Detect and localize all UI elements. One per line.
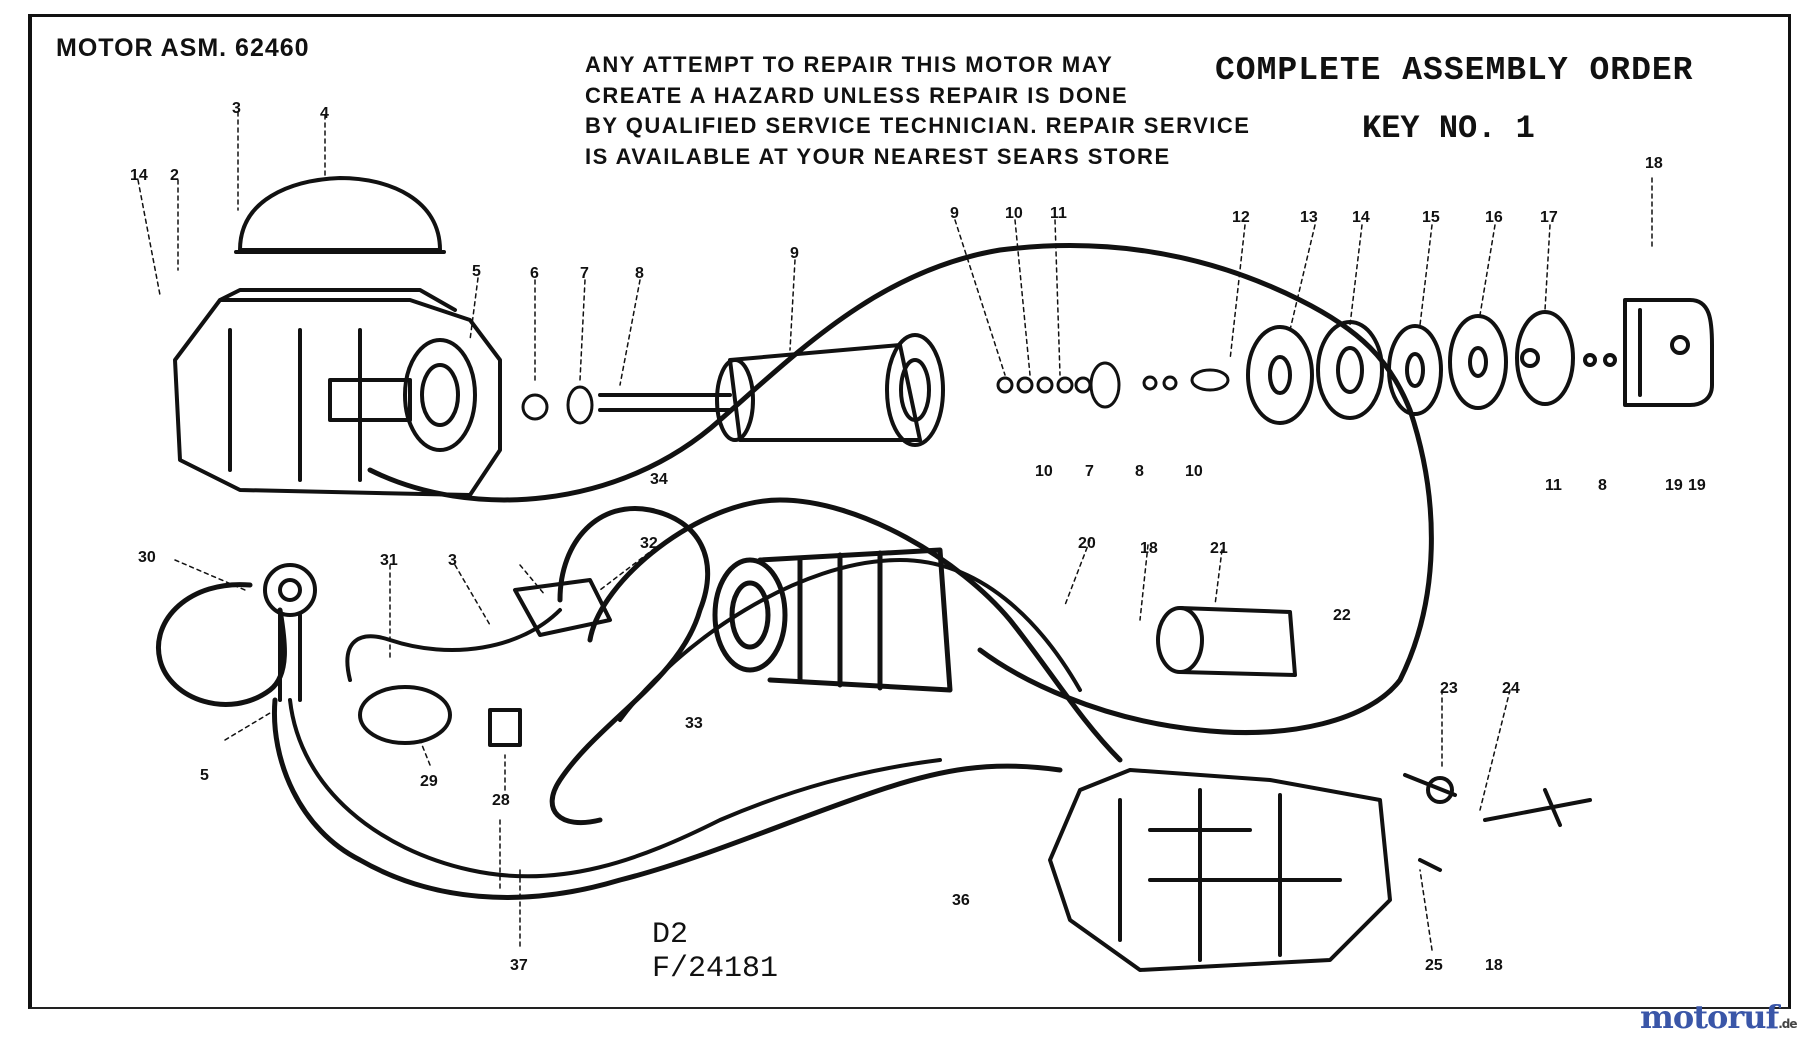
callout-label: 18 bbox=[1645, 155, 1663, 172]
leader-lines bbox=[137, 111, 1653, 951]
callout-label: 10 bbox=[1035, 463, 1053, 480]
callout-label: 7 bbox=[580, 265, 589, 282]
callout-label: 4 bbox=[320, 105, 329, 122]
callout-label: 17 bbox=[1540, 209, 1558, 226]
callout-label: 18 bbox=[1140, 540, 1158, 557]
field-coil bbox=[712, 547, 953, 693]
callout-label: 31 bbox=[380, 552, 398, 569]
callout-label: 16 bbox=[1485, 209, 1503, 226]
callout-label: 10 bbox=[1185, 463, 1203, 480]
callout-label: 28 bbox=[492, 792, 510, 809]
callout-label: 32 bbox=[640, 535, 658, 552]
part-reference: F/24181 bbox=[652, 952, 779, 986]
callout-label: 11 bbox=[1545, 477, 1562, 494]
left-cord bbox=[156, 582, 287, 707]
screws-lower-right bbox=[1403, 773, 1592, 872]
order-note: COMPLETE ASSEMBLY ORDER bbox=[1215, 52, 1694, 89]
washer-set-left bbox=[521, 385, 594, 425]
callout-label: 34 bbox=[650, 471, 668, 488]
motor-housing bbox=[173, 288, 502, 497]
callout-label: 19 bbox=[1688, 477, 1706, 494]
callout-label: 8 bbox=[635, 265, 644, 282]
callout-label: 11 bbox=[1050, 205, 1067, 222]
callout-label: 20 bbox=[1078, 535, 1096, 552]
callout-label: 36 bbox=[952, 892, 970, 909]
pulley-series bbox=[1246, 310, 1617, 425]
callout-label: 25 bbox=[1425, 957, 1443, 974]
warning-line: BY QUALIFIED SERVICE TECHNICIAN. REPAIR … bbox=[585, 113, 1251, 138]
callout-label: 18 bbox=[1485, 957, 1503, 974]
callout-label: 6 bbox=[530, 265, 539, 282]
capacitor bbox=[1156, 606, 1297, 677]
cord-plug bbox=[263, 563, 317, 702]
warning-line: CREATE A HAZARD UNLESS REPAIR IS DONE bbox=[585, 82, 1129, 108]
callout-label: 14 bbox=[1352, 209, 1370, 226]
power-cord-loop bbox=[367, 243, 1434, 735]
center-cord-bundle bbox=[549, 506, 711, 826]
end-bracket bbox=[1623, 298, 1714, 407]
switch-body bbox=[358, 578, 612, 747]
callout-label: 14 bbox=[130, 167, 148, 184]
diagram-border bbox=[28, 14, 1791, 1009]
callout-label: 5 bbox=[200, 767, 209, 784]
callout-label: 15 bbox=[1422, 209, 1440, 226]
watermark-text: motoruf bbox=[1640, 998, 1779, 1036]
callout-label: 9 bbox=[950, 205, 959, 222]
motor-cover bbox=[234, 176, 446, 254]
callout-label: 29 bbox=[420, 773, 438, 790]
repair-warning: ANY ATTEMPT TO REPAIR THIS MOTOR MAY CRE… bbox=[585, 50, 1250, 172]
switch-lead bbox=[345, 608, 562, 682]
callout-label: 22 bbox=[1333, 607, 1351, 624]
callout-label: 33 bbox=[685, 715, 703, 732]
footer-codes: D2 F/24181 bbox=[652, 918, 778, 986]
callout-label: 19 bbox=[1665, 477, 1683, 494]
callout-label: 9 bbox=[790, 245, 799, 262]
left-cord-lower bbox=[271, 697, 1063, 900]
center-cord-bundle-3 bbox=[618, 558, 1082, 722]
key-note: KEY NO. 1 bbox=[1362, 110, 1535, 147]
callout-label: 24 bbox=[1502, 680, 1520, 697]
warning-line: IS AVAILABLE AT YOUR NEAREST SEARS STORE bbox=[585, 143, 1171, 169]
callout-label: 8 bbox=[1135, 463, 1144, 480]
assembly-title: MOTOR ASM. 62460 bbox=[56, 34, 310, 62]
callout-label: 2 bbox=[170, 167, 179, 184]
callout-label: 5 bbox=[472, 263, 481, 280]
watermark-logo: motoruf.de bbox=[1640, 998, 1798, 1036]
callout-label: 37 bbox=[510, 957, 528, 974]
warning-line: ANY ATTEMPT TO REPAIR THIS MOTOR MAY bbox=[585, 52, 1114, 77]
callout-label: 12 bbox=[1232, 209, 1250, 226]
callout-label: 23 bbox=[1440, 680, 1458, 697]
left-cord-lower-2 bbox=[288, 698, 942, 879]
gear-housing bbox=[1048, 768, 1392, 972]
diagram-code: D2 bbox=[652, 918, 689, 952]
armature-shaft bbox=[598, 333, 945, 447]
center-cord-bundle-2 bbox=[587, 497, 1123, 763]
callout-label: 30 bbox=[138, 549, 156, 566]
callout-label: 3 bbox=[448, 552, 457, 569]
watermark-suffix: .de bbox=[1778, 1017, 1797, 1031]
callout-label: 8 bbox=[1598, 477, 1607, 494]
small-hardware-series bbox=[996, 361, 1230, 409]
callout-label: 21 bbox=[1210, 540, 1228, 557]
callout-label: 10 bbox=[1005, 205, 1023, 222]
callout-label: 13 bbox=[1300, 209, 1318, 226]
callout-label: 7 bbox=[1085, 463, 1094, 480]
callout-label: 3 bbox=[232, 100, 241, 117]
